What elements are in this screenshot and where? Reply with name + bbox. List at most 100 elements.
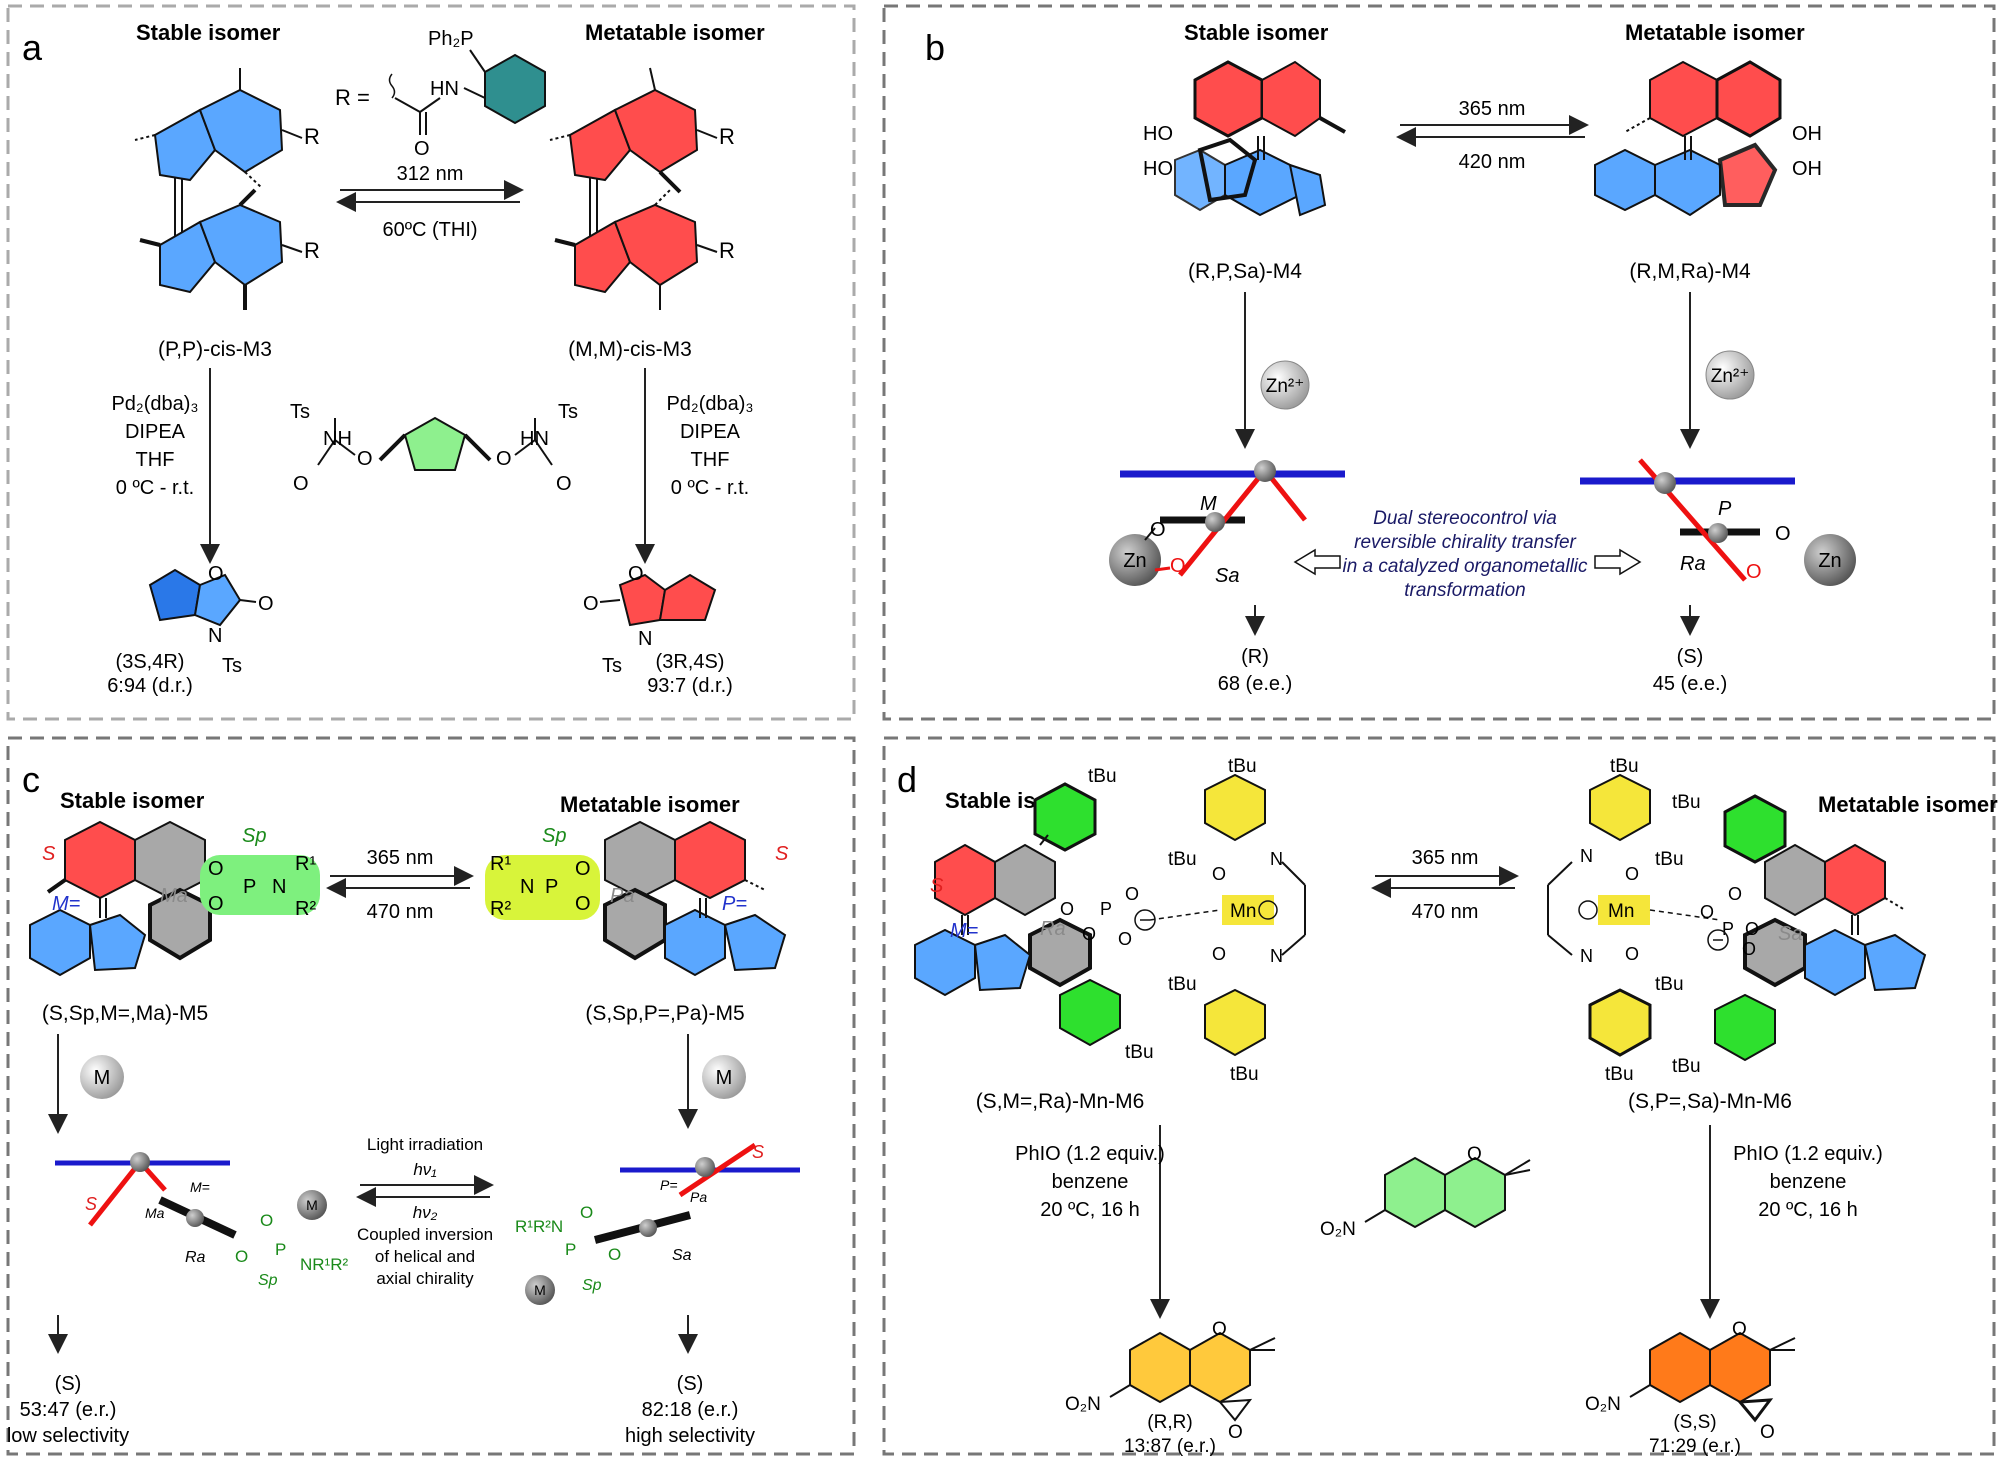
panel-c-meta-title: Metatable isomer bbox=[560, 792, 740, 817]
panel-d-tbu-1: tBu bbox=[1088, 766, 1117, 787]
panel-c-metal-3: M bbox=[306, 1197, 318, 1213]
panel-a-sub-o2: O bbox=[556, 473, 572, 495]
panel-c-right-complex: S P= Pa Sa R¹R²N O O P M Sp bbox=[515, 1142, 800, 1305]
panel-d-o8: O bbox=[1625, 944, 1639, 964]
panel-d-tbu-5: tBu bbox=[1168, 974, 1197, 995]
panel-b-border bbox=[882, 4, 1996, 721]
panel-d-substrate: O O₂N bbox=[1320, 1144, 1531, 1240]
panel-d-pr-config: (S,S) bbox=[1673, 1412, 1716, 1433]
panel-b-oh1: OH bbox=[1792, 123, 1822, 145]
panel-d-cond-right: PhIO (1.2 equiv.) benzene 20 ºC, 16 h bbox=[1733, 1143, 1883, 1221]
panel-b-o-right1: O bbox=[1775, 523, 1791, 545]
panel-c-o5: O bbox=[260, 1211, 273, 1230]
panel-b-zn-ion-right-text: Zn²⁺ bbox=[1711, 366, 1750, 387]
panel-c-o3: O bbox=[575, 858, 591, 880]
panel-b-caption-0: Dual stereocontrol via bbox=[1373, 508, 1557, 529]
panel-c-o4: O bbox=[575, 893, 591, 915]
panel-d-salen-right: tBu tBu N O Mn N O tBu tBu bbox=[1547, 756, 1721, 1085]
panel-c-right-result-1: 82:18 (e.r.) bbox=[642, 1399, 739, 1421]
panel-c-sp-right: Sp bbox=[542, 825, 566, 847]
panel-a-sub-ts2: Ts bbox=[558, 401, 578, 423]
panel-c-sa-small: Sa bbox=[672, 1247, 692, 1264]
panel-c-metal-2: M bbox=[716, 1067, 733, 1089]
panel-d-tbu-8: tBu bbox=[1655, 849, 1684, 870]
panel-c-o6: O bbox=[235, 1247, 248, 1266]
panel-c-label: c bbox=[22, 759, 40, 800]
panel-a: a Stable isomer Metatable isomer R R bbox=[6, 4, 856, 721]
panel-c-n2: N bbox=[520, 876, 534, 898]
panel-a-prod-left: O O N Ts (3S,4R) 6:94 (d.r.) bbox=[107, 563, 273, 697]
panel-b-right-result-1: 45 (e.e.) bbox=[1653, 673, 1727, 695]
panel-b-left-name: (R,P,Sa)-M4 bbox=[1188, 260, 1302, 283]
panel-b-right-name: (R,M,Ra)-M4 bbox=[1629, 260, 1751, 283]
panel-c-ma: Ma bbox=[160, 885, 188, 907]
panel-a-pl-ts: Ts bbox=[222, 655, 242, 677]
panel-a-cond-right-2: THF bbox=[691, 449, 730, 471]
panel-c-metal-1: M bbox=[94, 1067, 111, 1089]
panel-b-zn-ion-right: Zn²⁺ bbox=[1705, 350, 1755, 400]
panel-b-m: M bbox=[1200, 493, 1217, 515]
panel-d-meta-title: Metatable isomer bbox=[1818, 792, 1998, 817]
panel-a-o: O bbox=[414, 138, 430, 160]
panel-a-sub-nh1: NH bbox=[323, 428, 352, 450]
panel-a-pr-config: (3R,4S) bbox=[656, 651, 725, 673]
panel-d-o12: O bbox=[1742, 939, 1756, 959]
panel-a-cond-left: Pd₂(dba)₃ DIPEA THF 0 ºC - r.t. bbox=[111, 393, 198, 499]
panel-d-cond-right-1: benzene bbox=[1770, 1171, 1847, 1193]
panel-c-p-eq-small: P= bbox=[660, 1177, 678, 1193]
panel-b-meta-title: Metatable isomer bbox=[1625, 20, 1805, 45]
panel-d-prod-left: O O O₂N (R,R) 13:87 (e.r.) bbox=[1065, 1319, 1276, 1457]
panel-a-cond-left-0: Pd₂(dba)₃ bbox=[111, 393, 198, 415]
panel-a-sub-o1: O bbox=[293, 473, 309, 495]
panel-a-cond-left-2: THF bbox=[136, 449, 175, 471]
panel-c-r1-left: R¹ bbox=[295, 853, 316, 875]
panel-c-sp-small-right: Sp bbox=[582, 1277, 602, 1294]
panel-c-forward: 365 nm bbox=[367, 847, 434, 869]
panel-b-ra: Ra bbox=[1680, 553, 1706, 575]
panel-d-cond-right-2: 20 ºC, 16 h bbox=[1758, 1199, 1858, 1221]
panel-c-p2: P bbox=[545, 876, 558, 898]
panel-c-light-4: of helical and bbox=[375, 1247, 475, 1266]
panel-d-tbu-2: tBu bbox=[1125, 1042, 1154, 1063]
panel-a-cond-left-1: DIPEA bbox=[125, 421, 186, 443]
panel-d-o10: O bbox=[1728, 884, 1742, 904]
panel-c-left-result-1: 53:47 (e.r.) bbox=[20, 1399, 117, 1421]
panel-a-prod-right: O O N Ts (3R,4S) 93:7 (d.r.) bbox=[583, 563, 733, 697]
panel-a-cond-right: Pd₂(dba)₃ DIPEA THF 0 ºC - r.t. bbox=[666, 393, 753, 499]
panel-d-n3: N bbox=[1580, 846, 1593, 866]
panel-d-forward: 365 nm bbox=[1412, 847, 1479, 869]
panel-b-left-result-1: 68 (e.e.) bbox=[1218, 673, 1292, 695]
panel-a-meta-title: Metatable isomer bbox=[585, 20, 765, 45]
panel-a-substrate: Ts NH O Ts HN O O O bbox=[290, 401, 578, 495]
panel-d-left-name: (S,M=,Ra)-Mn-M6 bbox=[976, 1090, 1145, 1113]
panel-d-pl-o: O bbox=[1212, 1319, 1227, 1340]
panel-d-tbu-7: tBu bbox=[1610, 756, 1639, 777]
panel-a-cond-right-3: 0 ºC - r.t. bbox=[671, 477, 749, 499]
panel-d-pl-o2: O bbox=[1228, 1422, 1243, 1443]
panel-c-reverse: 470 nm bbox=[367, 901, 434, 923]
panel-a-pr-n: N bbox=[638, 628, 652, 650]
panel-c-p4: P bbox=[565, 1240, 576, 1259]
panel-d-pl-config: (R,R) bbox=[1147, 1412, 1192, 1433]
panel-b-zn-right: Zn bbox=[1818, 550, 1841, 572]
panel-c: c Stable isomer Metatable isomer S M= Ma… bbox=[6, 736, 856, 1456]
panel-b-sa: Sa bbox=[1215, 565, 1239, 587]
panel-b-left-complex: M Zn O O Sa bbox=[1109, 460, 1345, 587]
panel-b-ho1: HO bbox=[1143, 123, 1173, 145]
panel-b-zn-ion-left-text: Zn²⁺ bbox=[1266, 376, 1305, 397]
panel-a-r3: R bbox=[719, 124, 735, 149]
panel-d-o4: O bbox=[1118, 929, 1132, 949]
panel-a-r2: R bbox=[304, 238, 320, 263]
panel-c-ma-small: Ma bbox=[145, 1205, 165, 1221]
panel-d-m-eq: M= bbox=[950, 920, 978, 942]
panel-b-caption-3: transformation bbox=[1404, 580, 1525, 601]
panel-c-s-small-right: S bbox=[752, 1142, 764, 1162]
panel-c-stable-motor: S M= Ma Sp O O P N R¹ R² bbox=[29, 820, 320, 977]
panel-c-right-result-0: (S) bbox=[677, 1373, 704, 1395]
panel-a-stable-motor: R R bbox=[134, 68, 320, 310]
panel-c-left-name: (S,Sp,M=,Ma)-M5 bbox=[42, 1002, 208, 1025]
panel-d-o6: O bbox=[1212, 944, 1226, 964]
panel-a-right-name: (M,M)-cis-M3 bbox=[568, 338, 692, 361]
panel-c-light-3: Coupled inversion bbox=[357, 1225, 493, 1244]
panel-b: b Stable isomer Metatable isomer HO HO bbox=[882, 4, 1996, 721]
